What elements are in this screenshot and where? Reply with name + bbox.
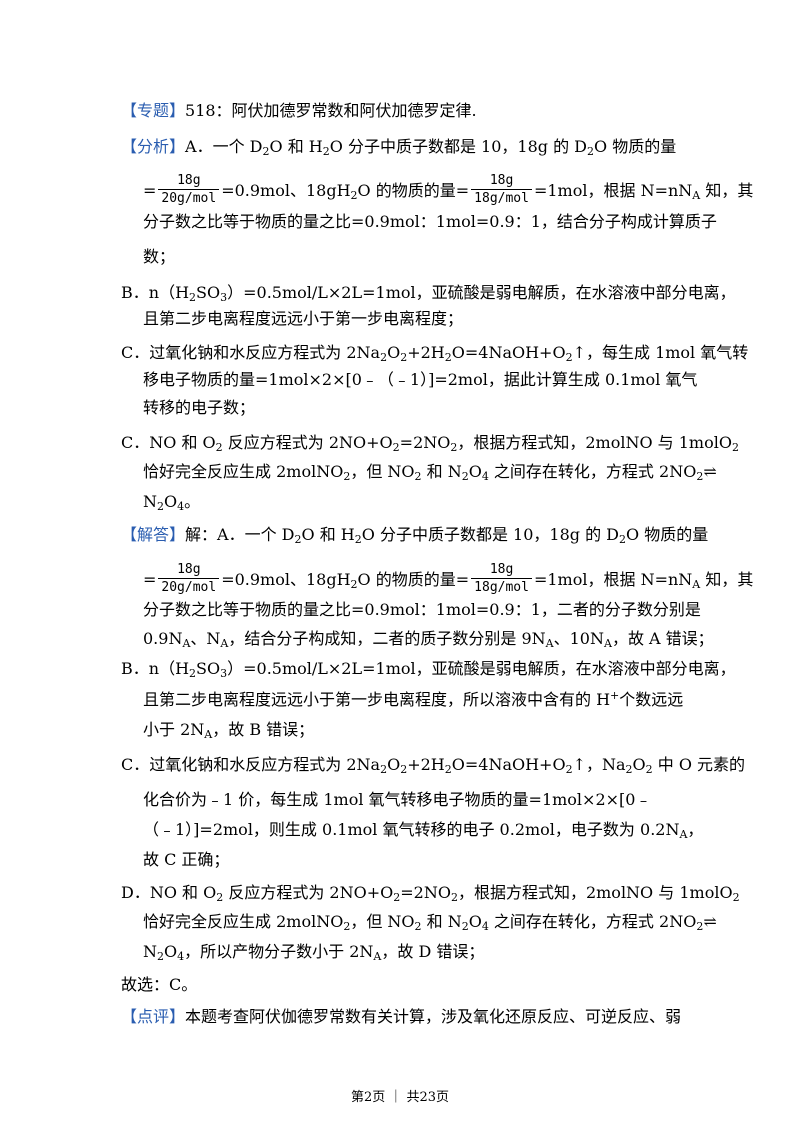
analysis-c-line1: C．过氧化钠和水反应方程式为 2Na2O2+2H2O=4NaOH+O2↑，每生成… <box>121 343 749 364</box>
answer-c-line3: （﹣1）]=2mol，则生成 0.1mol 氧气转移的电子 0.2mol，电子数… <box>143 820 704 841</box>
analysis-c-line2: 移电子物质的量=1mol×2×[0﹣（﹣1）]=2mol，据此计算生成 0.1m… <box>143 370 698 389</box>
answer-a-line4: 0.9NA、NA，结合分子构成知，二者的质子数分别是 9NA、10NA，故 A … <box>143 629 714 650</box>
answer-tag: 【解答】 <box>121 525 186 544</box>
analysis-a-line3: 分子数之比等于物质的量之比=0.9mol：1mol=0.9：1，结合分子构成计算… <box>143 212 717 231</box>
answer-b-line1: B．n（H2SO3）=0.5mol/L×2L=1mol，亚硫酸是弱电解质，在水溶… <box>121 659 736 680</box>
answer-c-line4: 故 C 正确； <box>143 850 230 869</box>
analysis-d-line3: N2O4。 <box>143 492 201 513</box>
answer-d-line3: N2O4，所以产物分子数小于 2NA，故 D 错误； <box>143 942 485 963</box>
analysis-a-line4: 数； <box>143 247 176 266</box>
answer-d-line1: D．NO 和 O2 反应方程式为 2NO+O2=2NO2，根据方程式知，2mol… <box>121 883 740 904</box>
choice-line: 故选：C。 <box>121 975 198 994</box>
analysis-tag: 【分析】 <box>121 137 186 156</box>
answer-a-line1: 【解答】解：A．一个 D2O 和 H2O 分子中质子数都是 10，18g 的 D… <box>121 525 709 546</box>
analysis-b-line1: B．n（H2SO3）=0.5mol/L×2L=1mol，亚硫酸是弱电解质，在水溶… <box>121 283 736 304</box>
analysis-d-line1: C．NO 和 O2 反应方程式为 2NO+O2=2NO2，根据方程式知，2mol… <box>121 433 739 454</box>
page-footer: 第2页 ｜ 共23页 <box>350 1090 450 1105</box>
analysis-b-line2: 且第二步电离程度远远小于第一步电离程度； <box>143 309 464 328</box>
answer-c-line1: C．过氧化钠和水反应方程式为 2Na2O2+2H2O=4NaOH+O2↑，Na2… <box>121 755 746 776</box>
answer-b-line2: 且第二步电离程度远远小于第一步电离程度，所以溶液中含有的 H+个数远远 <box>143 689 684 709</box>
topic-tag: 【专题】 <box>121 101 186 120</box>
answer-d-line2: 恰好完全反应生成 2molNO2，但 NO2 和 N2O4 之间存在转化，方程式… <box>143 912 717 933</box>
answer-a-line3: 分子数之比等于物质的量之比=0.9mol：1mol=0.9：1，二者的分子数分别… <box>143 600 701 619</box>
analysis-a-line1: 【分析】A．一个 D2O 和 H2O 分子中质子数都是 10，18g 的 D2O… <box>121 137 677 158</box>
answer-b-line3: 小于 2NA，故 B 错误； <box>143 720 315 741</box>
analysis-d-line2: 恰好完全反应生成 2molNO2，但 NO2 和 N2O4 之间存在转化，方程式… <box>143 462 717 483</box>
analysis-c-line3: 转移的电子数； <box>143 398 256 417</box>
review-line: 【点评】本题考查阿伏伽德罗常数有关计算，涉及氧化还原反应、可逆反应、弱 <box>121 1007 682 1026</box>
answer-c-line2: 化合价为﹣1 价，每生成 1mol 氧气转移电子物质的量=1mol×2×[0﹣ <box>143 790 652 809</box>
review-tag: 【点评】 <box>121 1007 186 1026</box>
topic-line: 【专题】518：阿伏加德罗常数和阿伏加德罗定律. <box>121 101 477 120</box>
